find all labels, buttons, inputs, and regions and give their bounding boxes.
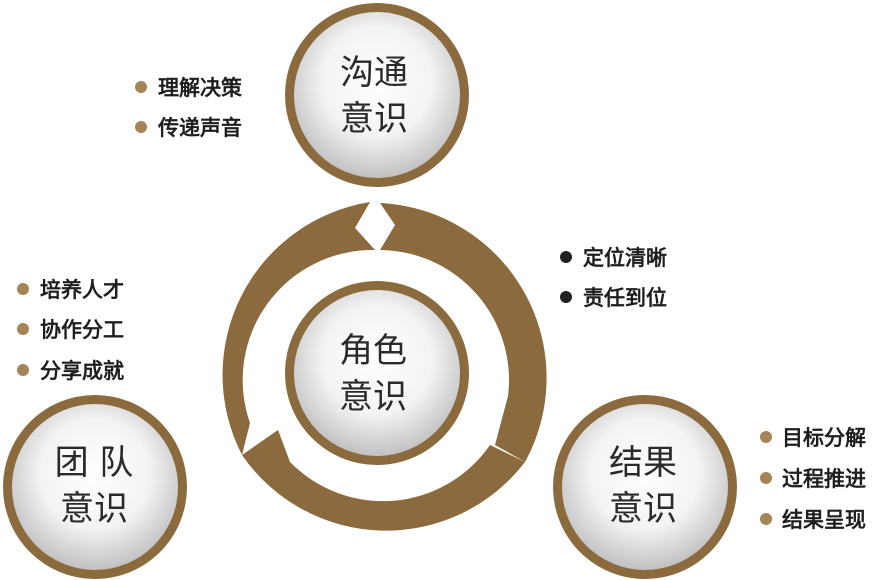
bullet-dot	[560, 251, 572, 263]
top-node-title-line1: 沟通	[340, 53, 408, 93]
left-node-title-line2: 意识	[60, 489, 128, 529]
bullet-dot	[135, 81, 147, 93]
left-node-bullets: 培养人才 协作分工 分享成就	[17, 278, 124, 383]
bullet-item: 培养人才	[40, 278, 124, 302]
bullet-dot	[17, 283, 29, 295]
bottom-right-node-title-line1: 结果	[609, 443, 677, 483]
bullet-dot	[17, 364, 29, 376]
bullet-item: 理解决策	[158, 76, 243, 100]
left-node: 团 队 意识	[3, 395, 187, 579]
bullet-item: 定位清晰	[583, 246, 667, 270]
bullet-dot	[135, 121, 147, 133]
bullet-item: 目标分解	[782, 426, 866, 450]
bullet-dot	[560, 291, 572, 303]
bottom-right-node: 结果 意识	[553, 395, 737, 579]
bullet-item: 传递声音	[157, 116, 242, 140]
ring-segment-bottom	[242, 430, 525, 531]
bottom-right-node-title-line2: 意识	[609, 489, 677, 529]
top-node-bullets: 理解决策 传递声音	[135, 76, 243, 140]
left-node-title-line1: 团 队	[55, 443, 134, 483]
center-title-line1: 角色	[339, 331, 407, 371]
bullet-dot	[17, 323, 29, 335]
right-bullets: 定位清晰 责任到位	[560, 246, 667, 310]
top-node: 沟通 意识	[285, 3, 469, 187]
bullet-item: 协作分工	[40, 318, 124, 342]
top-node-title-line2: 意识	[340, 99, 408, 139]
center-title-line2: 意识	[339, 377, 407, 417]
bullet-dot	[760, 472, 772, 484]
bottom-right-node-bullets: 目标分解 过程推进 结果呈现	[760, 426, 866, 532]
bullet-item: 过程推进	[782, 467, 866, 491]
bullet-item: 结果呈现	[782, 508, 866, 532]
bullet-item: 责任到位	[583, 286, 667, 310]
cycle-ring	[222, 202, 547, 531]
ring-segment-right	[380, 203, 547, 462]
ring-segment-left	[222, 202, 375, 455]
bullet-item: 分享成就	[40, 359, 124, 383]
center-node: 角色 意识	[285, 281, 469, 465]
bullet-dot	[760, 431, 772, 443]
bullet-dot	[760, 513, 772, 525]
